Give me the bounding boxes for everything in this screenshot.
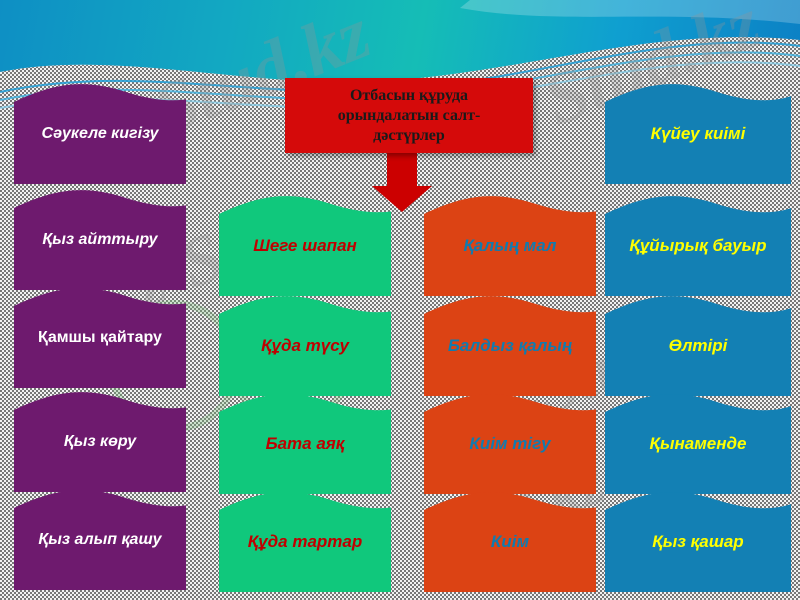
flag-label: Киім <box>490 531 530 551</box>
flag-kuyeu-kiimi[interactable]: Күйеу киімі <box>605 84 791 184</box>
arrow-head-icon <box>372 186 432 212</box>
flag-baldyz-qalyng[interactable]: Балдыз қалың <box>424 296 596 396</box>
flag-label: Сәукеле кигізу <box>41 125 159 143</box>
flag-label: Қыз көру <box>63 433 137 451</box>
flag-label: Қыз алып қашу <box>38 531 162 549</box>
flag-label: Бата аяқ <box>265 433 345 453</box>
flag-bata-ayaq[interactable]: Бата аяқ <box>219 394 391 494</box>
flag-label: Балдыз қалың <box>447 335 573 355</box>
flag-qyz-ayttyru[interactable]: Қыз айттыру <box>14 190 186 290</box>
flag-qamshy-qaitaru[interactable]: Қамшы қайтару <box>14 288 186 388</box>
flag-label: Құда тартар <box>247 531 363 551</box>
flag-label: Қыз айттыру <box>42 231 158 249</box>
flag-qynamende[interactable]: Қынаменде <box>605 394 791 494</box>
flag-label: Қыз қашар <box>652 531 744 551</box>
flag-kiim-tigu[interactable]: Киім тігу <box>424 394 596 494</box>
flag-label: Қалың мал <box>463 235 557 255</box>
arrow-stem <box>387 150 417 188</box>
flag-label: Қынаменде <box>649 433 747 453</box>
flag-saukele-kigizu[interactable]: Сәукеле кигізу <box>14 84 186 184</box>
flag-label: Қамшы қайтару <box>38 329 162 347</box>
flag-qalyng-mal[interactable]: Қалың мал <box>424 196 596 296</box>
flag-shege-shapan[interactable]: Шеге шапан <box>219 196 391 296</box>
title-banner-label: Отбасын құруда орындалатын салт-дәстүрле… <box>337 86 481 144</box>
flag-qyz-qashar[interactable]: Қыз қашар <box>605 492 791 592</box>
flag-quda-tartar[interactable]: Құда тартар <box>219 492 391 592</box>
flag-label: Киім тігу <box>469 433 551 453</box>
flag-label: Құйырық бауыр <box>629 235 767 255</box>
flag-quda-tusu[interactable]: Құда түсу <box>219 296 391 396</box>
flag-qyz-alyp-qashu[interactable]: Қыз алып қашу <box>14 490 186 590</box>
flag-qyz-koru[interactable]: Қыз көру <box>14 392 186 492</box>
flag-label: Күйеу киімі <box>650 123 746 143</box>
flag-label: Өлтірі <box>668 335 728 355</box>
flag-label: Құда түсу <box>261 335 349 355</box>
flag-kiim[interactable]: Киім <box>424 492 596 592</box>
title-banner: Отбасын құруда орындалатын салт-дәстүрле… <box>285 78 533 153</box>
flag-quiyryq-bauyr[interactable]: Құйырық бауыр <box>605 196 791 296</box>
flag-label: Шеге шапан <box>253 235 357 255</box>
flag-olturi[interactable]: Өлтірі <box>605 296 791 396</box>
